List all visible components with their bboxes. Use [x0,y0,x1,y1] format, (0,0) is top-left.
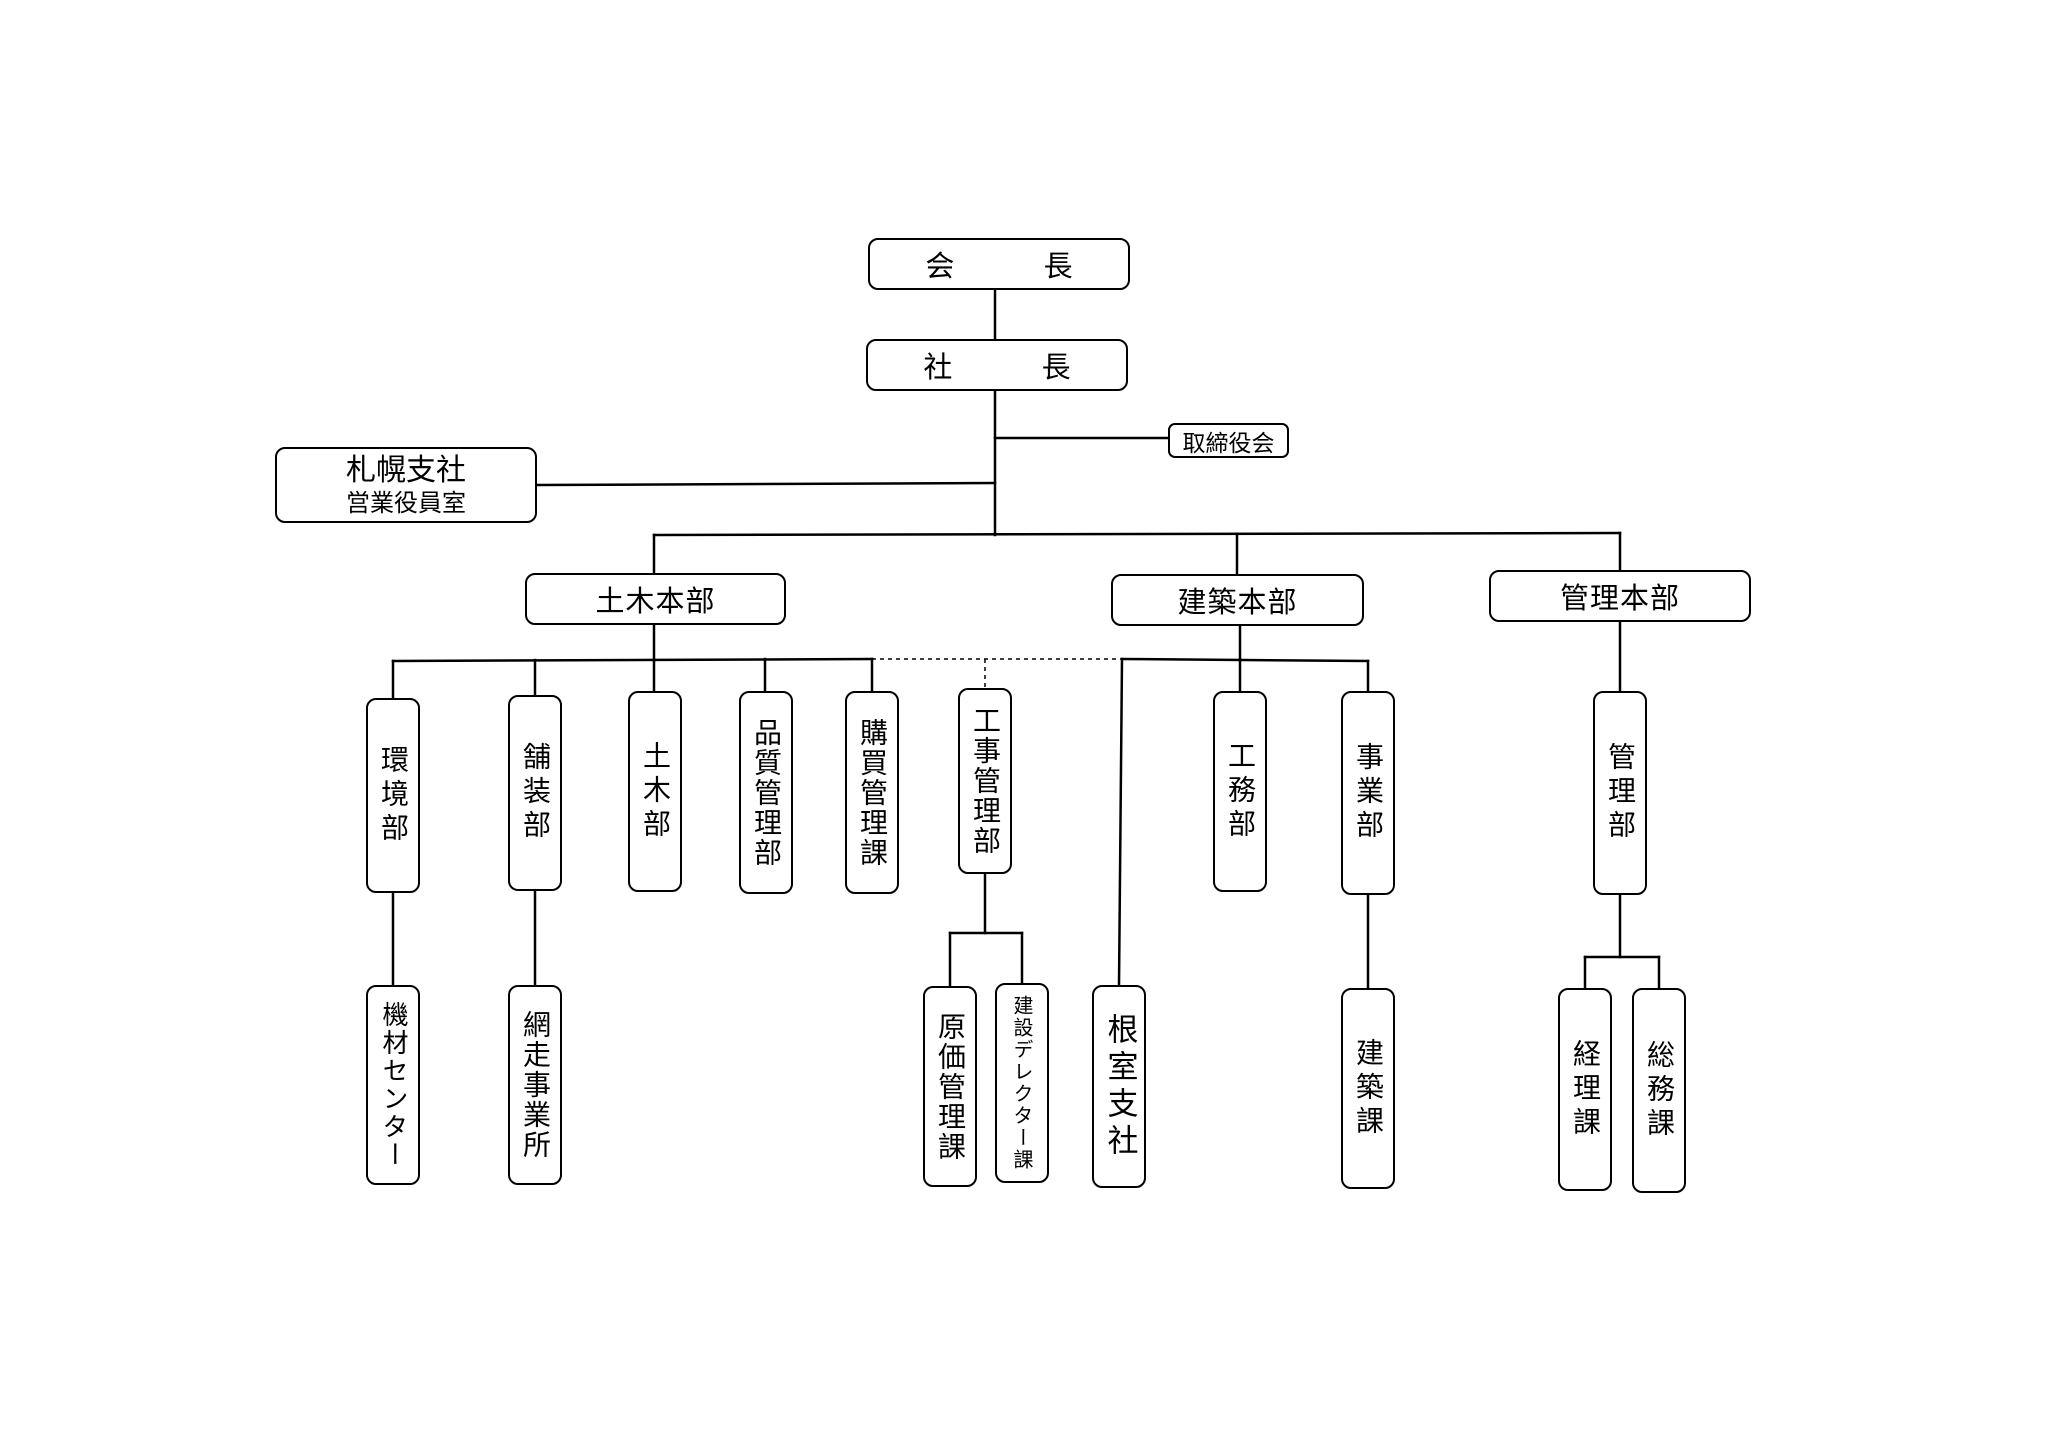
line-civil-bus [391,657,874,663]
president-box: 社 長 [866,339,1128,391]
civil-dept-label: 土木部 [639,740,672,843]
arch-hq-box: 建築本部 [1111,574,1364,626]
nemuro-branch-box: 根室支社 [1092,985,1146,1188]
chairman-label: 会 長 [925,249,1113,283]
environment-dept-box: 環境部 [366,698,420,893]
paving-dept-label: 舗装部 [519,742,552,844]
construction-director-section-box: 建設デレクター課 [995,983,1049,1183]
president-label: 社 長 [923,350,1111,384]
purchasing-section-box: 購買管理課 [845,691,899,894]
quality-dept-box: 品質管理部 [739,691,793,894]
abashiri-office-box: 網走事業所 [508,985,562,1185]
paving-dept-box: 舗装部 [508,695,562,891]
line-to-nemuro [1117,657,1124,987]
engineering-dept-label: 工務部 [1224,740,1257,843]
civil-dept-box: 土木部 [628,691,682,892]
arch-section-box: 建築課 [1341,988,1395,1189]
admin-dept-label: 管理部 [1604,742,1637,844]
admin-hq-box: 管理本部 [1489,570,1751,622]
accounting-section-box: 経理課 [1558,988,1612,1191]
civil-hq-box: 土木本部 [525,573,786,625]
sapporo-sub-label: 営業役員室 [346,488,466,517]
line-sapporo [535,481,997,487]
civil-hq-label: 土木本部 [595,584,716,618]
arch-section-label: 建築課 [1352,1037,1385,1140]
construction-mgmt-dept-box: 工事管理部 [958,688,1012,874]
admin-dept-box: 管理部 [1593,691,1647,895]
construction-director-section-label: 建設デレクター課 [1010,995,1034,1171]
engineering-dept-box: 工務部 [1213,691,1267,892]
nemuro-branch-label: 根室支社 [1101,1012,1138,1161]
line-arch-bus [1120,657,1370,663]
construction-mgmt-dept-label: 工事管理部 [969,706,1002,856]
abashiri-office-label: 網走事業所 [519,1010,552,1160]
accounting-section-label: 経理課 [1569,1038,1602,1141]
business-dept-box: 事業部 [1341,691,1395,895]
sapporo-label: 札幌支社 [346,452,466,488]
equipment-center-label: 機材センター [378,1001,408,1169]
general-affairs-section-label: 総務課 [1643,1039,1676,1142]
board-box: 取締役会 [1168,423,1289,458]
business-dept-label: 事業部 [1352,742,1385,844]
quality-dept-label: 品質管理部 [750,717,783,868]
general-affairs-section-box: 総務課 [1632,988,1686,1193]
purchasing-section-label: 購買管理課 [856,717,889,868]
cost-mgmt-section-box: 原価管理課 [923,986,977,1187]
admin-hq-label: 管理本部 [1559,581,1680,615]
sapporo-box: 札幌支社 営業役員室 [275,447,537,523]
arch-hq-label: 建築本部 [1177,585,1298,619]
cost-mgmt-section-label: 原価管理課 [934,1011,967,1162]
board-label: 取締役会 [1182,430,1275,457]
environment-dept-label: 環境部 [377,744,410,847]
equipment-center-box: 機材センター [366,985,420,1185]
line-hq-bus [652,531,1622,537]
chairman-box: 会 長 [868,238,1130,290]
